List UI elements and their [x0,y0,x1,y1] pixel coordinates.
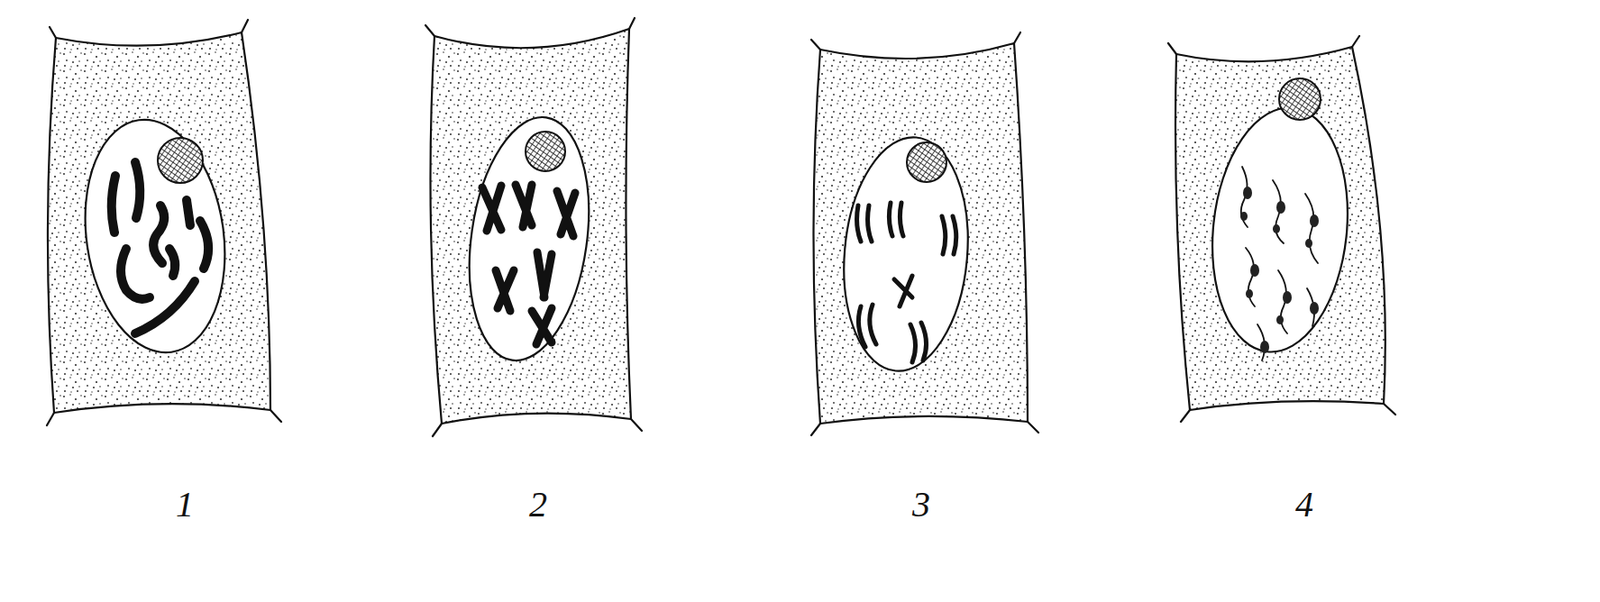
figure-number: 3 [912,486,931,523]
figure-number: 2 [529,486,548,523]
figure-number: 1 [175,486,194,523]
figure-number: 4 [1295,486,1314,523]
